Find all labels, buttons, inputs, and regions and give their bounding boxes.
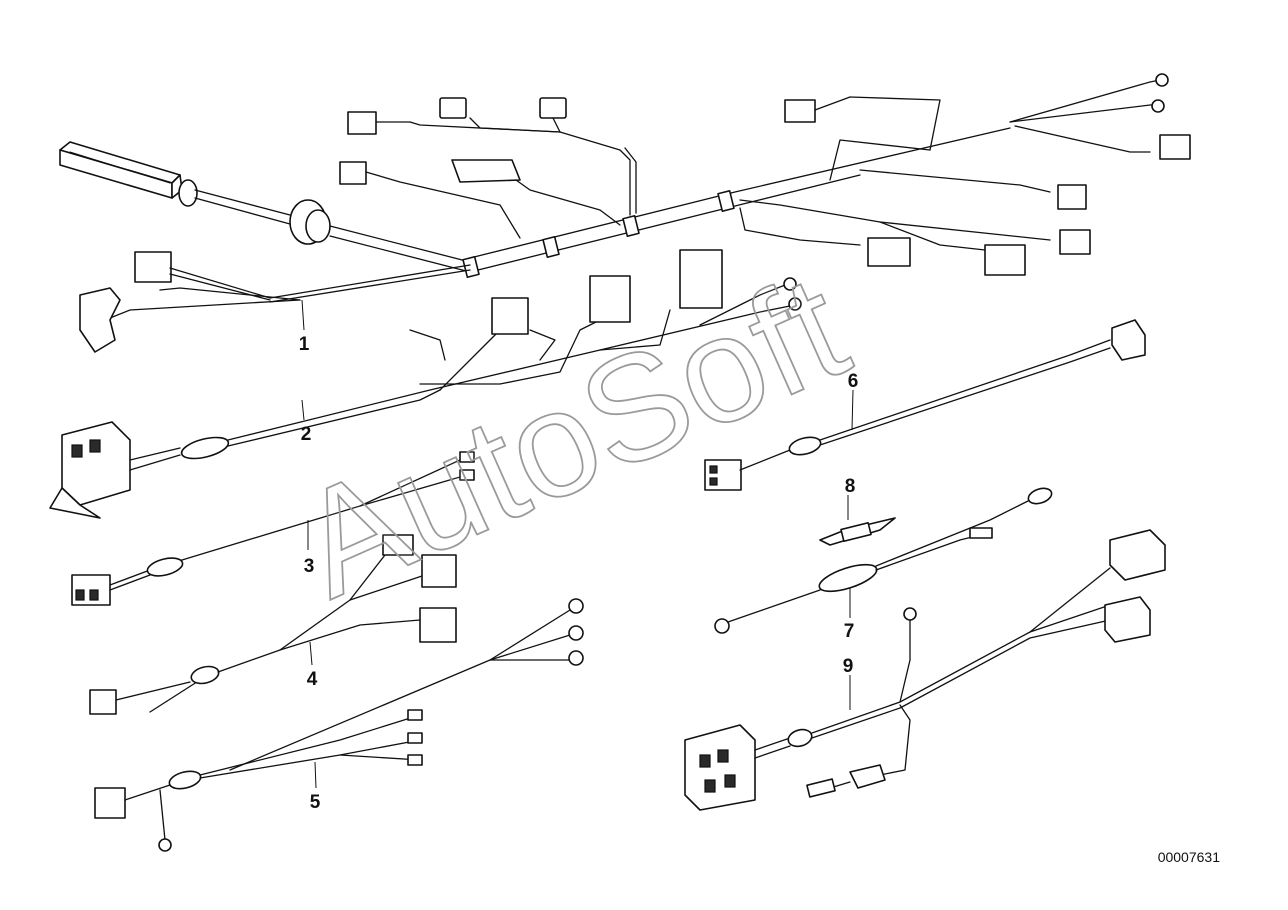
callout-3: 3 xyxy=(304,556,315,577)
part-3-harness xyxy=(71,451,475,606)
callout-6: 6 xyxy=(848,371,859,392)
watermark-text: AutoSoft xyxy=(275,242,869,630)
part-4-harness xyxy=(89,534,457,715)
part-1-main-harness xyxy=(59,73,1191,353)
reference-number: 00007631 xyxy=(1158,849,1221,865)
callout-7: 7 xyxy=(844,621,855,642)
part-2-harness xyxy=(49,249,802,519)
callout-8: 8 xyxy=(845,476,856,497)
callout-1: 1 xyxy=(299,334,310,355)
part-6-harness xyxy=(704,319,1146,491)
callout-leaders xyxy=(301,299,854,789)
part-7-harness xyxy=(714,487,1053,634)
part-9-harness xyxy=(684,529,1166,811)
callout-4: 4 xyxy=(307,669,318,690)
callout-5: 5 xyxy=(310,792,321,813)
part-5-harness xyxy=(94,598,584,852)
part-8-fuse-link xyxy=(819,517,896,546)
callouts: 1 2 3 4 5 6 7 8 9 xyxy=(299,334,859,813)
callout-9: 9 xyxy=(843,656,854,677)
callout-2: 2 xyxy=(301,424,312,445)
